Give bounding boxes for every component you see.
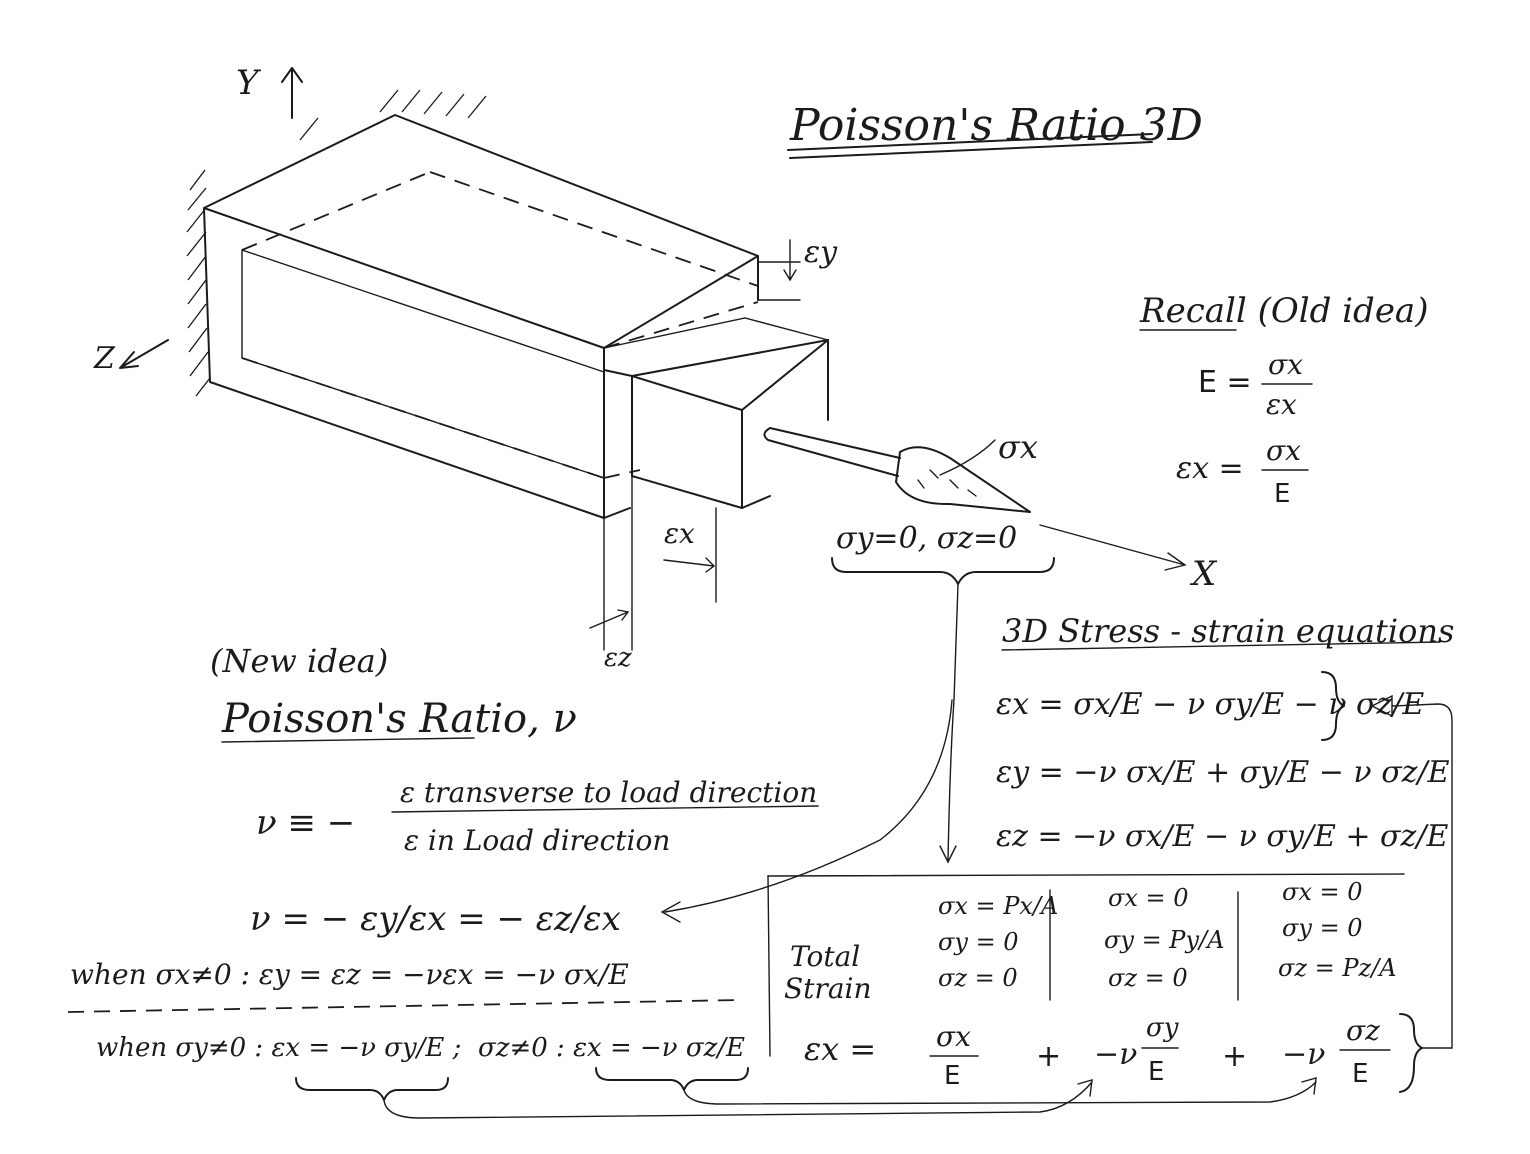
eps-y-dimension bbox=[757, 239, 801, 301]
new-idea-tag: (New idea) bbox=[210, 642, 388, 680]
z-axis-arrow bbox=[119, 339, 169, 369]
when-sigma-y: when σy≠0 : εx = −ν σy/E ; bbox=[96, 1033, 461, 1063]
table-top-rule bbox=[767, 873, 1405, 877]
eps-x-dimension bbox=[631, 475, 717, 651]
feedback-arrow bbox=[1370, 694, 1453, 1049]
case1-sigma-x: σx = Px/A bbox=[938, 892, 1058, 920]
x-axis-label: X bbox=[1189, 554, 1218, 594]
equation-eps-x: εx = σx/E − ν σy/E − ν σz/E bbox=[996, 687, 1424, 722]
equation-eps-z: εz = −ν σx/E − ν σy/E + σz/E bbox=[996, 819, 1448, 854]
recall-block: Recall (Old idea) E = σx εx εx = σx E bbox=[1139, 291, 1428, 509]
term2-num: σy bbox=[1146, 1013, 1179, 1043]
eps-x-label: εx bbox=[664, 517, 695, 550]
stress-strain-underline bbox=[1001, 641, 1441, 651]
term1-num: σx bbox=[936, 1020, 971, 1053]
brace-to-equations-arrow bbox=[939, 583, 959, 864]
new-idea-block: (New idea) Poisson's Ratio, ν ν ≡ − ε tr… bbox=[67, 642, 1317, 1119]
term3-den: E bbox=[1352, 1059, 1368, 1089]
plus-2: + bbox=[1222, 1039, 1247, 1074]
arrow-to-term3 bbox=[683, 1077, 1317, 1105]
term1-den: E bbox=[944, 1061, 960, 1091]
case1-sigma-y: σy = 0 bbox=[938, 928, 1019, 956]
new-idea-heading: Poisson's Ratio, ν bbox=[221, 696, 577, 742]
plus-1: + bbox=[1036, 1039, 1061, 1074]
term3-coef: −ν bbox=[1282, 1037, 1325, 1072]
sigma-brace bbox=[831, 557, 1055, 585]
title-underline bbox=[787, 133, 1153, 159]
recall-e-den: εx bbox=[1266, 388, 1297, 421]
bar-front-face bbox=[203, 207, 605, 519]
extension-top bbox=[603, 339, 829, 411]
strain-label: Strain bbox=[784, 972, 872, 1005]
when-sigma-x: when σx≠0 : εy = εz = −νεx = −ν σx/E bbox=[70, 958, 629, 991]
when-sigma-z: σz≠0 : εx = −ν σz/E bbox=[478, 1033, 745, 1063]
term2-coef: −ν bbox=[1094, 1037, 1137, 1072]
total-strain-lhs: εx = bbox=[804, 1030, 876, 1068]
stress-strain-heading: 3D Stress - strain equations bbox=[1002, 612, 1454, 650]
eps-z-dimension bbox=[589, 517, 630, 651]
y-axis-label: Y bbox=[236, 63, 262, 103]
arrow-to-term2 bbox=[383, 1079, 1093, 1119]
case1-sigma-z: σz = 0 bbox=[938, 964, 1018, 992]
nu-definition-bar bbox=[391, 805, 819, 813]
extension-bridge bbox=[603, 317, 829, 349]
nu-ratio: ν = − εy/εx = − εz/εx bbox=[250, 899, 621, 939]
x-axis-line bbox=[1039, 524, 1187, 571]
bar-right-face bbox=[603, 255, 759, 519]
term3-num: σz bbox=[1346, 1014, 1380, 1047]
case3-sigma-y: σy = 0 bbox=[1282, 914, 1363, 942]
case2-sigma-x: σx = 0 bbox=[1108, 884, 1189, 912]
case2-sigma-z: σz = 0 bbox=[1108, 964, 1188, 992]
case2-sigma-y: σy = Py/A bbox=[1104, 926, 1224, 954]
recall-e-num: σx bbox=[1268, 348, 1303, 381]
original-outline bbox=[241, 171, 759, 479]
recall-heading: Recall (Old idea) bbox=[1139, 291, 1428, 331]
sigma-x-leader bbox=[939, 439, 996, 476]
bar-top-face bbox=[203, 114, 759, 349]
brace-to-nu-arrow bbox=[660, 699, 953, 923]
table-left-rule bbox=[767, 875, 771, 1057]
y-axis-arrow bbox=[281, 67, 303, 119]
case3-sigma-x: σx = 0 bbox=[1282, 878, 1363, 906]
load-shaft bbox=[763, 427, 901, 477]
eps-y-label: εy bbox=[804, 235, 838, 270]
z-axis-label: Z bbox=[93, 341, 116, 376]
wall-hatching bbox=[186, 89, 487, 397]
separator-dashed bbox=[67, 999, 741, 1013]
recall-eps-num: σx bbox=[1266, 434, 1301, 467]
recall-e-lhs: E = bbox=[1198, 365, 1252, 400]
new-idea-underline bbox=[221, 737, 475, 743]
load-arrowhead bbox=[895, 446, 1031, 513]
total-brace bbox=[1399, 1013, 1423, 1093]
case3-sigma-z: σz = Pz/A bbox=[1278, 954, 1397, 982]
eps-z-label: εz bbox=[604, 643, 632, 673]
sigma-x-label: σx bbox=[998, 428, 1038, 466]
extension-front bbox=[631, 375, 743, 509]
bar-drawing bbox=[119, 67, 1187, 923]
stress-strain-block: 3D Stress - strain equations εx = σx/E −… bbox=[996, 612, 1454, 1049]
brace-sigma-y bbox=[295, 1077, 449, 1101]
total-label: Total bbox=[790, 940, 860, 973]
equation-eps-y: εy = −ν σx/E + σy/E − ν σz/E bbox=[996, 755, 1450, 790]
superposition-table: Total Strain σx = Px/A σy = 0 σz = 0 σx … bbox=[767, 873, 1423, 1093]
nu-definition-lhs: ν ≡ − bbox=[256, 803, 355, 843]
nu-definition-num: ε transverse to load direction bbox=[400, 776, 817, 809]
extension-right bbox=[741, 339, 829, 509]
brace-sigma-z bbox=[595, 1067, 749, 1091]
nu-definition-den: ε in Load direction bbox=[404, 824, 670, 857]
recall-eps-den: E bbox=[1274, 479, 1290, 509]
recall-eps-lhs: εx = bbox=[1176, 451, 1244, 486]
sigma-zero-label: σy=0, σz=0 bbox=[836, 521, 1017, 556]
equation-brace bbox=[1321, 671, 1345, 741]
load-arrowhead-texture bbox=[917, 469, 977, 497]
term2-den: E bbox=[1148, 1057, 1164, 1087]
